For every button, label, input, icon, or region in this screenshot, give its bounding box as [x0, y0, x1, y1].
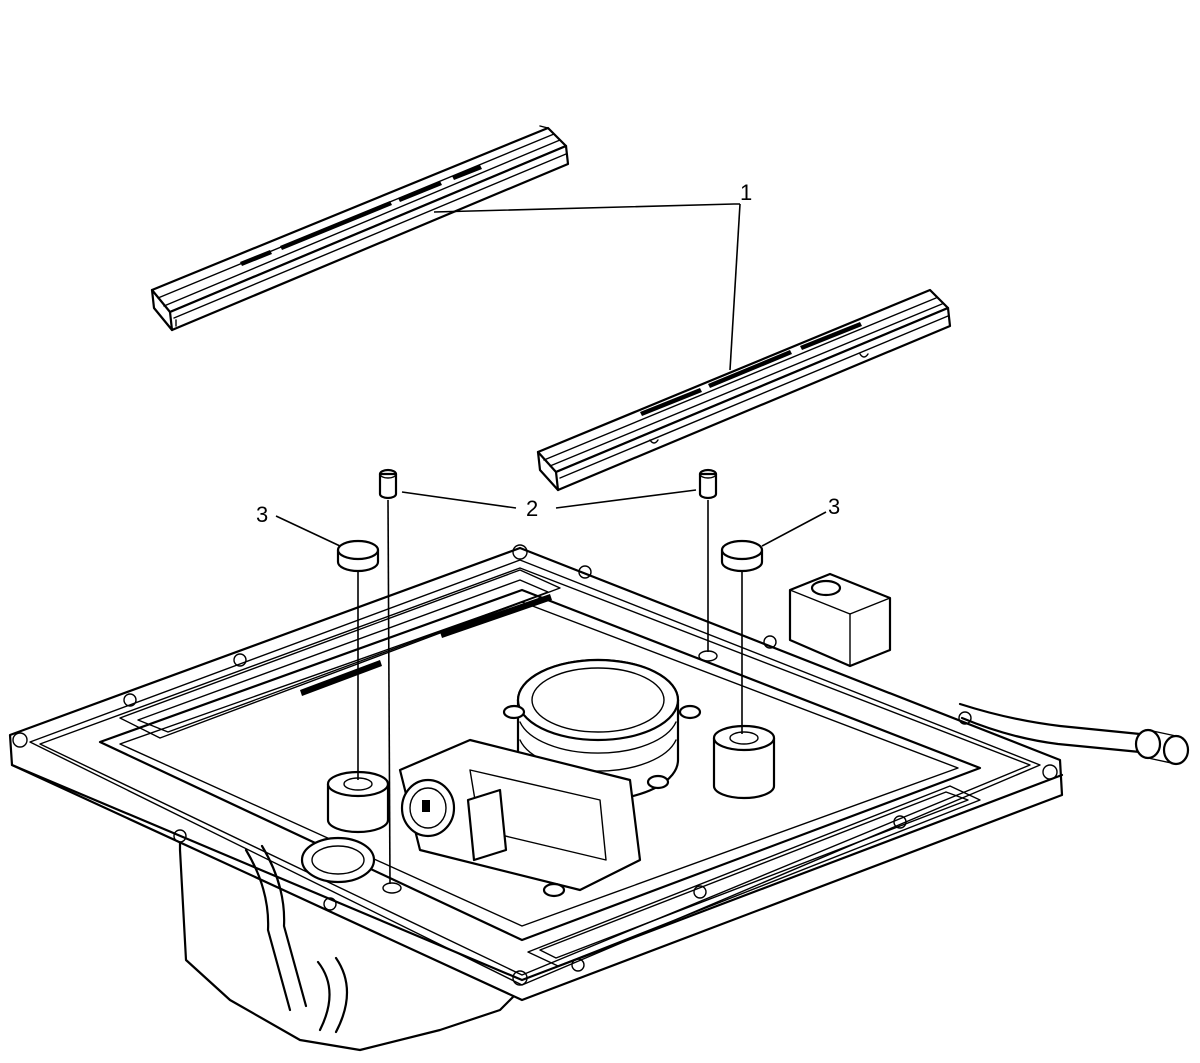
callout-3-right: 3	[828, 494, 840, 519]
cap-left	[336, 539, 380, 573]
seal-strip-left	[150, 125, 570, 332]
callout-3-left: 3	[256, 502, 268, 527]
cap-right	[720, 539, 764, 573]
dowel-pin-left	[378, 468, 398, 500]
seal-strip-right	[536, 288, 952, 492]
dowel-pin-right	[698, 468, 718, 500]
callout-1: 1	[740, 180, 752, 205]
leader-lines	[275, 203, 827, 885]
callout-2: 2	[526, 496, 538, 521]
intake-manifold	[8, 544, 1190, 1052]
